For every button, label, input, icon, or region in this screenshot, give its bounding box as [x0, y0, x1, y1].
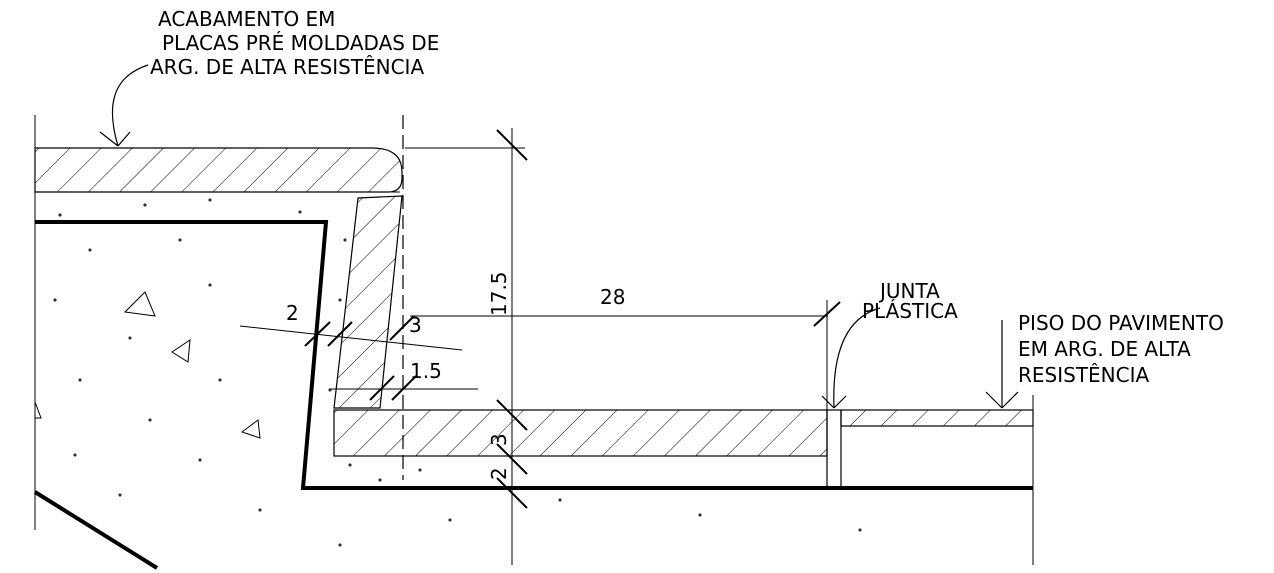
floor-label-line3: RESISTÊNCIA	[1018, 363, 1150, 387]
dim-tread-finish-thickness: 3	[487, 433, 511, 446]
dimension-lines	[239, 129, 841, 509]
joint-label-line1: JUNTA	[878, 279, 940, 303]
finish-label-line3: ARG. DE ALTA RESISTÊNCIA	[150, 55, 424, 79]
concrete-aggregate	[34, 198, 862, 547]
dim-riser-height: 17.5	[487, 271, 511, 316]
dim-tread-depth: 28	[600, 285, 625, 309]
floor-label-line2: EM ARG. DE ALTA	[1018, 337, 1191, 361]
leader-arrows	[99, 64, 1019, 409]
dim-riser-finish-thickness: 3	[409, 313, 422, 337]
dim-tread-gap: 2	[487, 467, 511, 480]
riser-finish-plate	[333, 195, 403, 409]
dim-riser-gap: 2	[286, 301, 299, 325]
floor-label-line1: PISO DO PAVIMENTO	[1018, 311, 1224, 335]
tread-finish-plate	[34, 147, 403, 193]
structure-outline	[33, 220, 1033, 570]
finish-label-line1: ACABAMENTO EM	[158, 7, 335, 31]
floor-finish-layer	[333, 409, 828, 457]
finish-label-line2: PLACAS PRÉ MOLDADAS DE	[162, 31, 439, 55]
floor-finish-right	[840, 409, 1034, 427]
dim-offset: 1.5	[410, 359, 442, 383]
joint-label-line2: PLÁSTICA	[862, 299, 958, 323]
plastic-joint	[826, 409, 842, 489]
